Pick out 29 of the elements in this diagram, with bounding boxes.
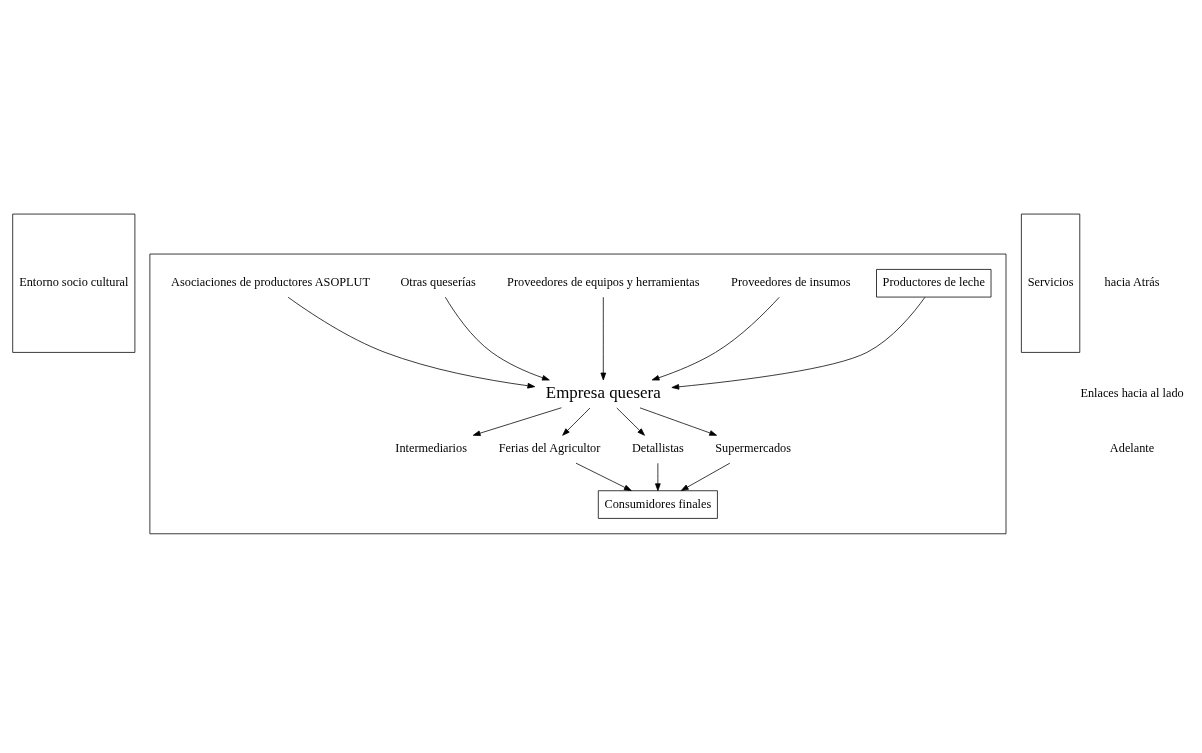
cluster (149, 253, 1007, 534)
label: Enlaces hacia al lado (1080, 385, 1184, 400)
node-text: Ferias del Agricultor (498, 440, 601, 455)
label: hacia Atrás (1104, 274, 1160, 289)
arrow (639, 406, 717, 436)
node-text: Intermediarios (395, 440, 467, 455)
arrow (655, 462, 661, 491)
node-text: Proveedores de equipos y herramientas (507, 274, 700, 289)
node-box: Entorno socio cultural (12, 213, 136, 353)
node-text: Proveedores de insumos (731, 274, 851, 289)
arrow (287, 296, 536, 389)
node-box: Consumidores finales (597, 489, 718, 519)
node-text: Supermercados (715, 440, 792, 455)
node-text: Empresa quesera (545, 382, 661, 402)
arrow (651, 296, 780, 380)
arrow (616, 407, 645, 436)
node-text: Asociaciones de productores ASOPLUT (171, 274, 370, 289)
arrow (444, 296, 550, 380)
arrow (575, 462, 632, 491)
node-text: Detallistas (631, 440, 684, 455)
arrow (671, 296, 926, 390)
arrow (600, 296, 607, 380)
node-box: Productores de leche (876, 268, 992, 297)
arrow (472, 406, 562, 436)
node-text: Otras queserías (400, 274, 476, 289)
label: Adelante (1109, 440, 1155, 455)
arrow (562, 407, 591, 436)
node-box: Servicios (1021, 213, 1081, 353)
arrow (680, 462, 731, 491)
